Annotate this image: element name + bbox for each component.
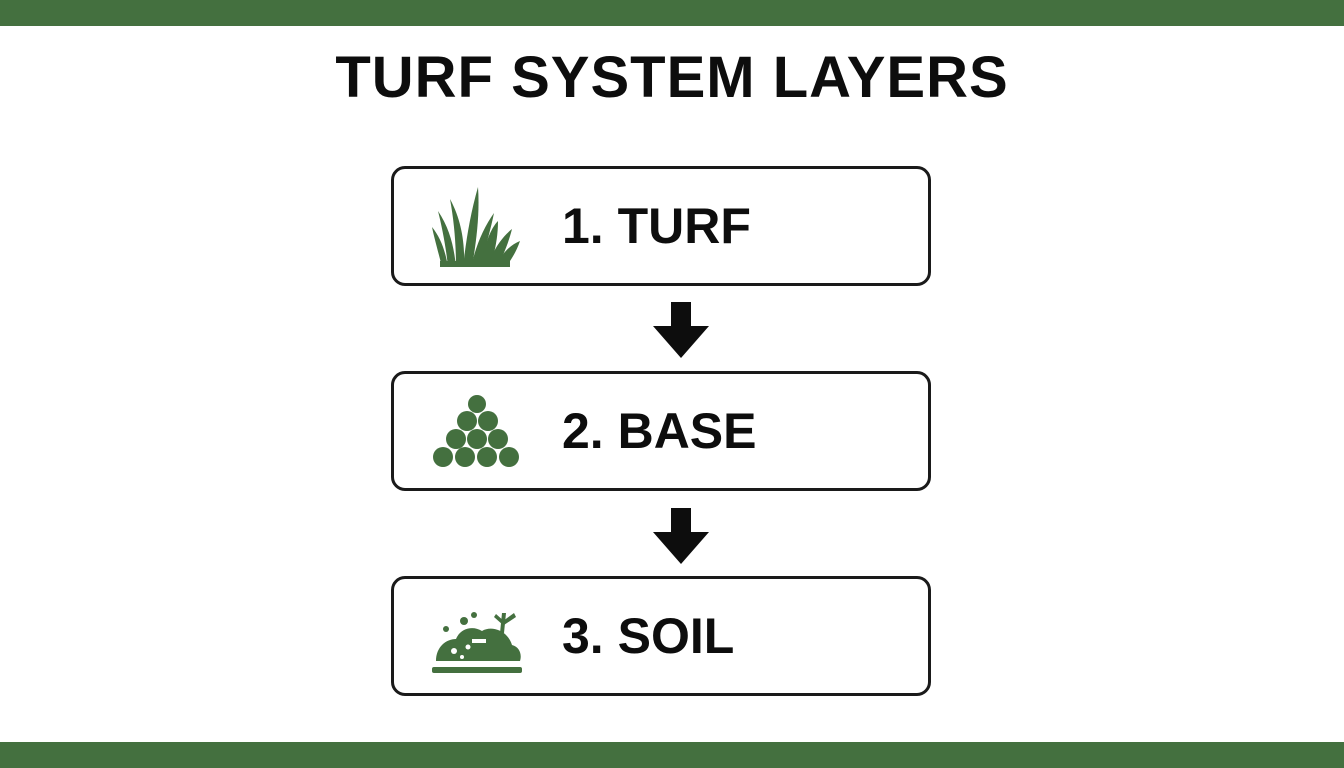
diagram-title: TURF SYSTEM LAYERS [335,45,1009,110]
bottom-green-band [0,742,1344,768]
gravel-icon [433,395,519,467]
layer-box-base: 2. BASE [391,371,931,491]
layer-box-turf: 1. TURF [391,166,931,286]
layer-label-base: 2. BASE [562,403,757,459]
layer-label-turf: 1. TURF [562,198,751,254]
soil-icon [432,612,522,673]
down-arrow-icon [653,302,709,358]
layer-label-soil: 3. SOIL [562,608,735,664]
top-green-band [0,0,1344,26]
down-arrow-icon [653,508,709,564]
grass-icon [432,187,520,267]
layer-box-soil: 3. SOIL [391,576,931,696]
